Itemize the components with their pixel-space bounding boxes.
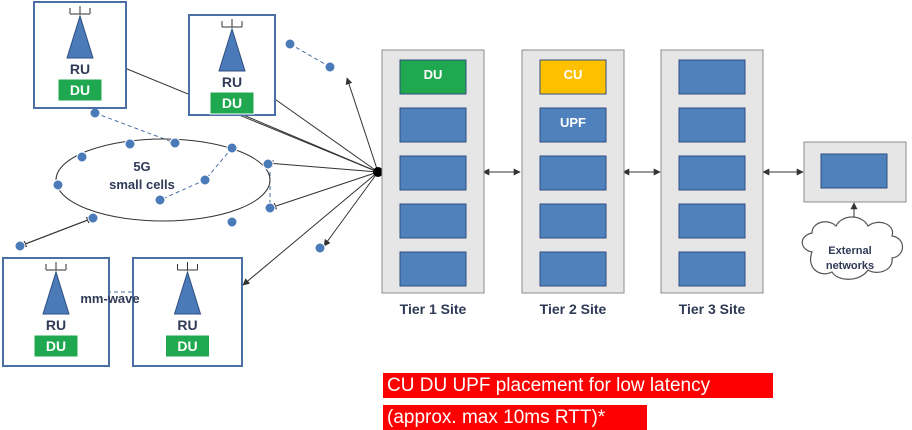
link-cell-top <box>345 77 379 173</box>
cell-dot <box>314 242 326 254</box>
antenna-icon <box>218 27 246 72</box>
function-box-du <box>399 59 467 95</box>
cell-dot <box>87 212 99 224</box>
cell-dot <box>89 107 101 119</box>
tier-site: DU Tier 1 Site <box>381 49 485 317</box>
ru-unit: RU DU <box>188 14 276 116</box>
cell-dot <box>226 142 238 154</box>
antenna-icon <box>42 270 70 315</box>
small-cells-label-2: small cells <box>109 177 175 192</box>
cell-dot <box>226 216 238 228</box>
cell-dot <box>199 174 211 186</box>
du-badge <box>33 334 79 358</box>
server-box <box>678 107 746 143</box>
function-box-cu <box>539 59 607 95</box>
link-cell-bottom <box>323 171 379 247</box>
link-cell-right <box>266 160 379 173</box>
ru-label: RU <box>46 317 66 333</box>
server-box <box>539 251 607 287</box>
server-box <box>399 155 467 191</box>
function-box-upf <box>539 107 607 143</box>
du-badge <box>209 91 255 115</box>
cloud-icon <box>801 216 904 280</box>
du-label: DU <box>177 338 197 354</box>
server-box <box>399 251 467 287</box>
du-label: DU <box>70 82 90 98</box>
tier1-hub <box>373 167 383 177</box>
link-cell-ru3-rev <box>19 216 94 247</box>
server-box <box>399 203 467 239</box>
caption-line-1: CU DU UPF placement for low latency <box>383 373 773 398</box>
external-label-2: networks <box>826 260 874 272</box>
antenna-mast <box>221 19 243 28</box>
external-label-1: External <box>828 245 871 257</box>
small-cell-dots <box>14 38 336 254</box>
server-box <box>678 251 746 287</box>
cell-dot <box>154 194 166 206</box>
link-cell-lower <box>269 171 379 210</box>
cell-dot <box>324 61 336 73</box>
tier-site: CU UPF Tier 2 Site <box>521 49 625 317</box>
tier-site: Tier 3 Site <box>660 49 764 317</box>
tier-label: Tier 2 Site <box>540 301 607 317</box>
antenna-icon <box>173 270 202 315</box>
server-box <box>678 59 746 95</box>
ru-label: RU <box>70 61 90 77</box>
link-ru4 <box>242 171 379 286</box>
function-label: CU <box>564 67 583 82</box>
tier-label: Tier 3 Site <box>679 301 746 317</box>
function-label: DU <box>424 67 443 82</box>
small-cells-label-1: 5G <box>133 159 150 174</box>
antenna-mast <box>69 6 91 15</box>
cell-dot <box>76 151 88 163</box>
cell-dot <box>52 179 64 191</box>
dash-inner-2 <box>159 179 206 201</box>
ru-unit: RU DU <box>2 257 110 367</box>
dash-inner <box>204 147 233 181</box>
ru-units: RU DU RU DU RU DU RU DU <box>2 1 276 367</box>
external-gateway-inner <box>820 153 888 189</box>
cell-dot <box>262 158 274 170</box>
cell-dot <box>14 240 26 252</box>
caption-line-2: (approx. max 10ms RTT)* <box>383 405 647 430</box>
server-box <box>678 155 746 191</box>
antenna-mast <box>45 262 67 271</box>
cell-dot <box>264 202 276 214</box>
ru-label: RU <box>222 74 242 90</box>
ru-unit: RU DU <box>132 257 243 367</box>
tier-sites: DU Tier 1 Site CU UPF Tier 2 Site Tier 3 Site <box>381 49 764 317</box>
cell-dot <box>169 137 181 149</box>
ru-label: RU <box>177 317 197 333</box>
antenna-icon <box>66 14 94 59</box>
server-box <box>678 203 746 239</box>
du-label: DU <box>222 95 242 111</box>
du-badge <box>165 334 210 358</box>
dash-top-right <box>289 43 331 68</box>
ru-unit: RU DU <box>33 1 127 109</box>
du-badge <box>57 78 103 102</box>
cell-dot <box>124 138 136 150</box>
function-label: UPF <box>560 115 586 130</box>
cell-dot <box>284 38 296 50</box>
server-box <box>539 203 607 239</box>
server-box <box>399 107 467 143</box>
antenna-mast <box>177 262 198 271</box>
tier-label: Tier 1 Site <box>400 301 467 317</box>
mmwave-label: mm-wave <box>80 291 139 306</box>
dash-left <box>94 112 176 144</box>
du-label: DU <box>46 338 66 354</box>
server-box <box>539 155 607 191</box>
